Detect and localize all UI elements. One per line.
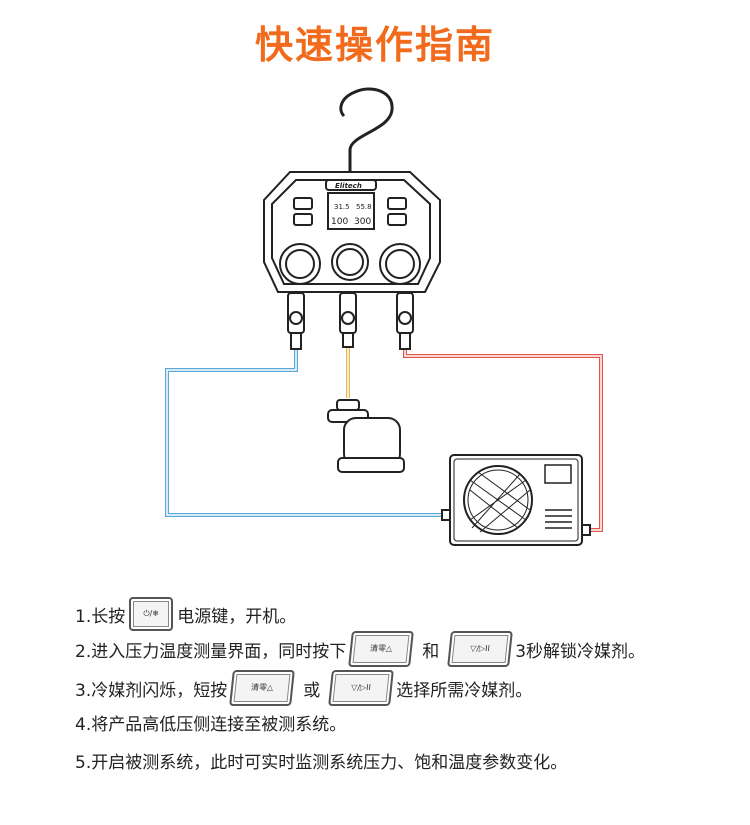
screen-value: 31.5 — [334, 203, 350, 211]
low-pressure-hose — [165, 350, 450, 517]
hook-icon — [339, 87, 394, 172]
step-3: 3.冷媒剂闪烁，短按 清零△ 或 ▽/▷II 选择所需冷媒剂。 — [75, 670, 532, 706]
step-text: 和 — [422, 641, 440, 662]
step-text: 电源键，开机。 — [177, 606, 297, 627]
manifold-gauge: 31.5 55.8 100 300 — [263, 171, 441, 350]
step-text: 1.长按 — [75, 606, 126, 627]
connection-diagram: 31.5 55.8 100 300 Elitech — [165, 87, 603, 546]
zero-up-button-icon: 清零△ — [229, 670, 296, 706]
step-text: 5.开启被测系统，此时可实时监测系统压力、饱和温度参数变化。 — [75, 753, 568, 773]
step-text: 或 — [303, 680, 321, 701]
page-title: 快速操作指南 — [254, 23, 495, 67]
step-2: 2.进入压力温度测量界面，同时按下 清零△ 和 ▽/▷II 3秒解锁冷媒剂。 — [75, 631, 645, 667]
refrigerant-tank-icon — [327, 399, 405, 473]
step-text: 2.进入压力温度测量界面，同时按下 — [75, 641, 347, 662]
step-text: 3秒解锁冷媒剂。 — [515, 641, 646, 662]
step-1: 1.长按 ⏻/❄ 电源键，开机。 — [75, 597, 296, 631]
zero-up-button-icon: 清零△ — [348, 631, 415, 667]
down-play-button-icon: ▽/▷II — [447, 631, 514, 667]
step-5: 5.开启被测系统，此时可实时监测系统压力、饱和温度参数变化。 — [75, 748, 567, 773]
brand-logo: Elitech — [335, 182, 362, 190]
screen-value: 300 — [354, 217, 371, 227]
ac-outdoor-unit-icon — [441, 454, 591, 546]
screen-value: 55.8 — [356, 203, 372, 211]
screen-value: 100 — [331, 217, 348, 227]
step-text: 3.冷媒剂闪烁，短按 — [75, 680, 228, 701]
step-text: 选择所需冷媒剂。 — [396, 680, 533, 701]
step-4: 4.将产品高低压侧连接至被测系统。 — [75, 710, 346, 735]
step-text: 4.将产品高低压侧连接至被测系统。 — [75, 715, 347, 735]
power-button-icon: ⏻/❄ — [129, 597, 174, 631]
down-play-button-icon: ▽/▷II — [328, 670, 395, 706]
